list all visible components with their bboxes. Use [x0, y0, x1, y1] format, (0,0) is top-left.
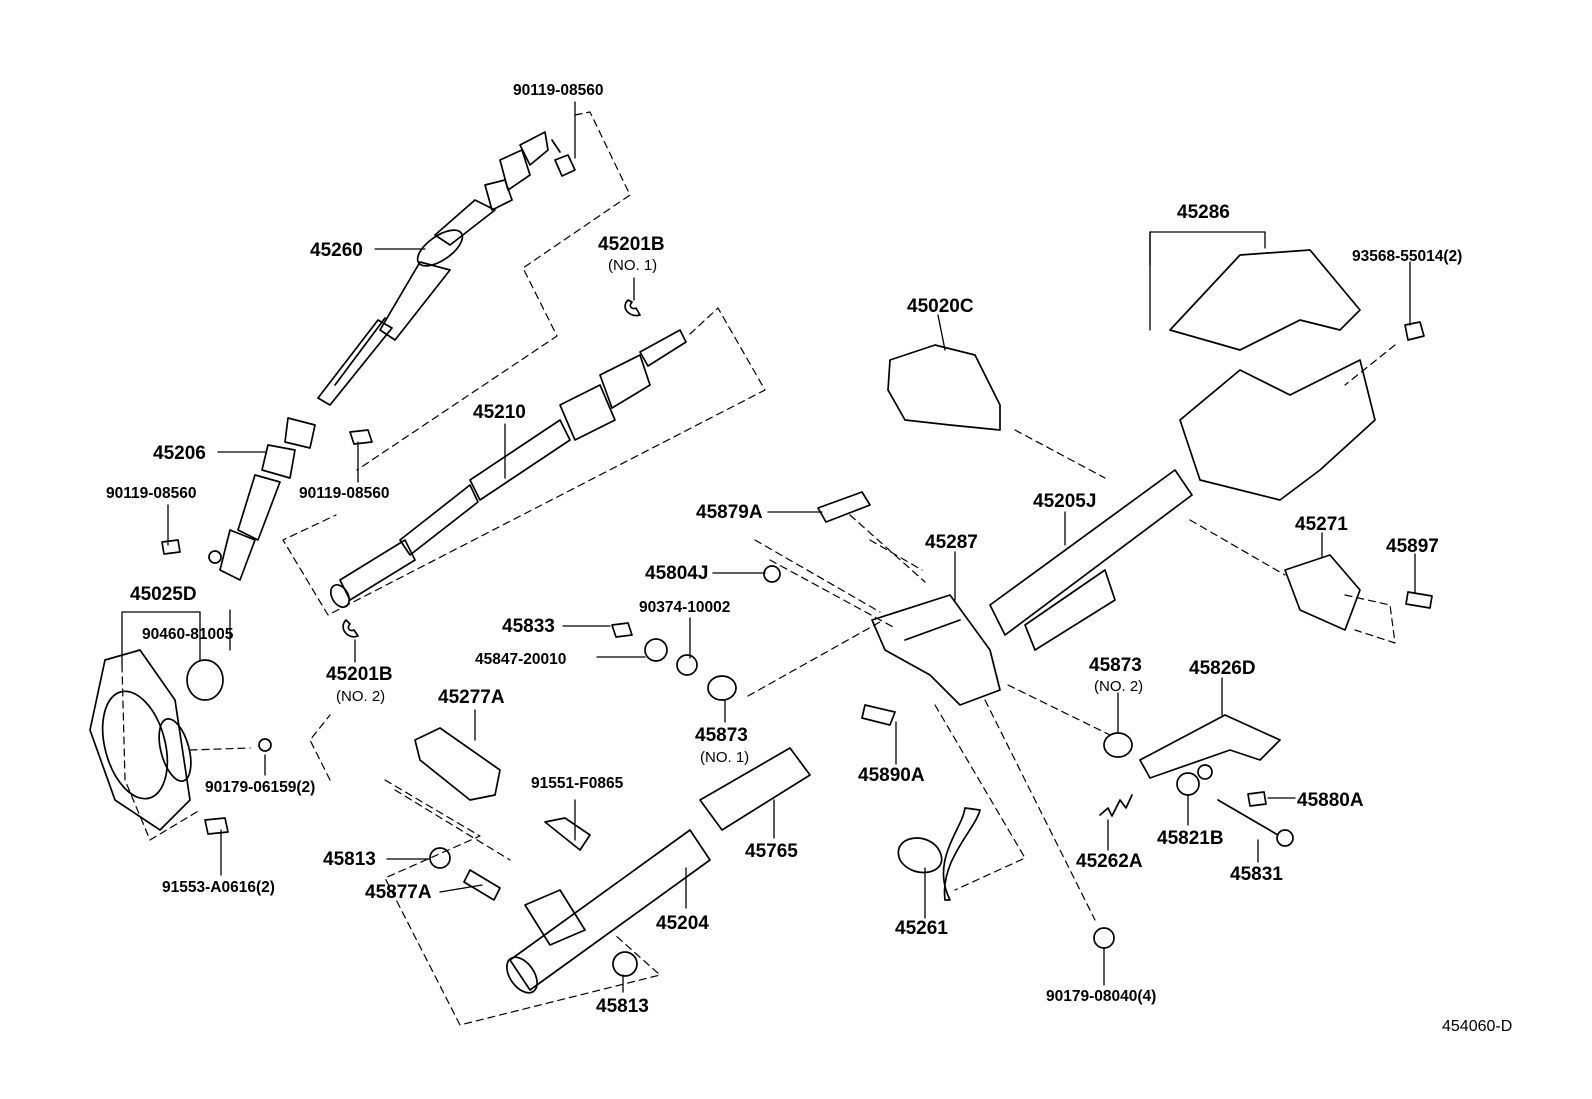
column-bracket-45287: [871, 594, 1001, 706]
spring-45261: [897, 807, 981, 901]
column-tube-45204: [506, 829, 711, 994]
bushing-icon: [1103, 732, 1133, 758]
washer-icon: [1197, 764, 1213, 780]
part-label-90179-06159: 90179-06159(2): [205, 779, 315, 796]
pin-45831: [1217, 799, 1294, 847]
washer-icon: [1176, 772, 1200, 796]
bolt-icon: [1405, 591, 1433, 609]
part-label-45201B-1: 45201B: [598, 234, 665, 255]
sleeve-45765: [699, 747, 811, 831]
cover-45020C: [887, 344, 1001, 431]
part-label-45260: 45260: [310, 240, 363, 261]
part-label-45286: 45286: [1177, 202, 1230, 223]
bolt-icon: [1247, 791, 1267, 807]
part-label-91551-F0865: 91551-F0865: [531, 775, 624, 792]
part-label-45206: 45206: [153, 443, 206, 464]
universal-joint-45206: [208, 417, 316, 581]
part-label-45210: 45210: [473, 402, 526, 423]
part-label-45877A: 45877A: [365, 882, 432, 903]
spring-icon: [1099, 794, 1133, 817]
clamp-icon: [429, 847, 638, 977]
part-label-45813-a: 45813: [323, 849, 376, 870]
part-label-45201B-2: 45201B: [326, 664, 393, 685]
switch-bracket-45271: [1284, 554, 1361, 631]
column-shroud-45286: [1169, 249, 1376, 501]
part-label-45880A: 45880A: [1297, 790, 1364, 811]
washer-icon: [611, 565, 781, 701]
part-label-45765: 45765: [745, 841, 798, 862]
part-label-45025D: 45025D: [130, 584, 197, 605]
bracket-45277A: [414, 727, 591, 851]
part-label-90460-81005: 90460-81005: [142, 626, 234, 643]
part-label-45873-2-sub: (NO. 2): [1094, 678, 1143, 695]
part-label-90119-08560-mid: 90119-08560: [299, 485, 390, 502]
part-label-90119-08560-left: 90119-08560: [106, 485, 197, 502]
part-label-45813-b: 45813: [596, 996, 649, 1017]
dust-cover-45025D: [89, 649, 272, 835]
bolt-icon: [1404, 321, 1425, 341]
part-label-45204: 45204: [656, 913, 709, 934]
part-label-45261: 45261: [895, 918, 948, 939]
part-label-45890A: 45890A: [858, 765, 925, 786]
part-label-90374-10002: 90374-10002: [639, 599, 730, 616]
part-labels: 90119-08560 45260 45201B (NO. 1) 45210 4…: [106, 82, 1512, 1035]
part-label-45277A: 45277A: [438, 687, 505, 708]
part-label-45201B-1-sub: (NO. 1): [608, 257, 657, 274]
leader-lines: [121, 101, 1416, 993]
part-label-45847-20010: 45847-20010: [475, 651, 566, 668]
part-label-90179-08040: 90179-08040(4): [1046, 988, 1156, 1005]
part-label-45020C: 45020C: [907, 296, 974, 317]
part-label-45201B-2-sub: (NO. 2): [336, 688, 385, 705]
part-label-45879A: 45879A: [696, 502, 763, 523]
plate-45879A: [817, 491, 871, 523]
assembly-dashed-lines: [121, 111, 1396, 1026]
part-label-45821B: 45821B: [1157, 828, 1224, 849]
part-label-45831: 45831: [1230, 864, 1283, 885]
bolt-icon: [551, 139, 576, 177]
part-label-45804J: 45804J: [645, 563, 708, 584]
part-label-45205J: 45205J: [1033, 491, 1096, 512]
part-label-45262A: 45262A: [1076, 851, 1143, 872]
intermediate-shaft-45260: [317, 131, 549, 406]
part-label-45287: 45287: [925, 532, 978, 553]
part-label-93568-55014: 93568-55014(2): [1352, 248, 1462, 265]
main-shaft-45210: [329, 329, 687, 608]
figure-reference-number: 454060-D: [1442, 1018, 1512, 1035]
part-label-45826D: 45826D: [1189, 658, 1256, 679]
part-label-90119-08560-top: 90119-08560: [513, 82, 604, 99]
part-label-45873-1-sub: (NO. 1): [700, 749, 749, 766]
part-label-91553-A0616: 91553-A0616(2): [162, 879, 275, 896]
nut-icon: [1093, 927, 1115, 949]
part-label-45833: 45833: [502, 616, 555, 637]
bolt-icon: [161, 429, 373, 555]
part-label-45873-2: 45873: [1089, 655, 1142, 676]
pin-45890A: [861, 704, 896, 726]
upper-tube-45205J: [989, 469, 1193, 651]
part-label-45271: 45271: [1295, 514, 1348, 535]
part-label-45873-1: 45873: [695, 725, 748, 746]
tilt-lever-45826D: [1139, 714, 1281, 779]
snap-ring-icon: [342, 299, 641, 638]
part-label-45897: 45897: [1386, 536, 1439, 557]
